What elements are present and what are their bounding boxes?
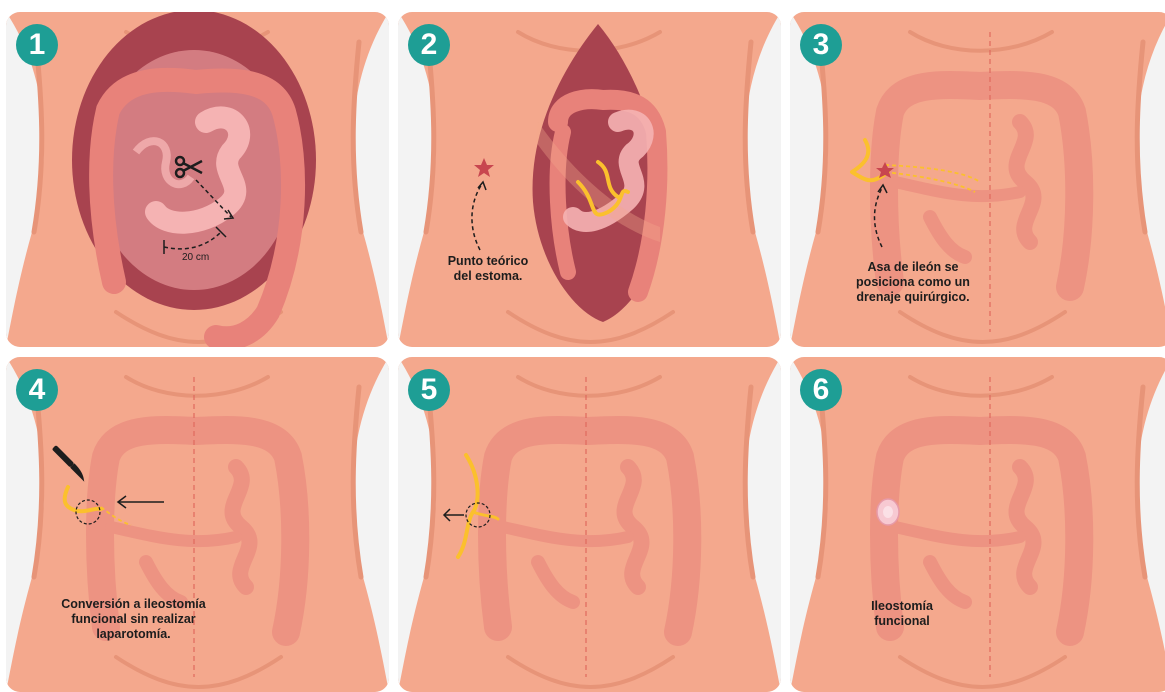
caption: Ileostomía funcional [862,599,942,629]
step-badge: 1 [16,24,58,66]
step-badge: 3 [800,24,842,66]
panel-step-2: 2 Punto teórico del estoma. [398,12,781,347]
panel-step-6: 6 Ileostomía funcional [790,357,1165,692]
panel-6-illustration [790,357,1165,692]
panel-step-4: 4 Conversión a ileostomía funcional sin … [6,357,389,692]
step-badge: 4 [16,369,58,411]
step-badge: 2 [408,24,450,66]
caption: Asa de ileón se posiciona como un drenaj… [848,260,978,305]
panel-1-illustration [6,12,389,347]
step-badge: 5 [408,369,450,411]
panel-2-illustration [398,12,781,347]
panel-step-1: 1 20 cm [6,12,389,347]
caption: Conversión a ileostomía funcional sin re… [46,597,221,642]
dimension-label: 20 cm [182,252,209,263]
panel-step-3: 3 Asa de ileón se posiciona como un dren… [790,12,1165,347]
panel-step-5: 5 [398,357,781,692]
step-badge: 6 [800,369,842,411]
panel-5-illustration [398,357,781,692]
caption: Punto teórico del estoma. [438,254,538,284]
